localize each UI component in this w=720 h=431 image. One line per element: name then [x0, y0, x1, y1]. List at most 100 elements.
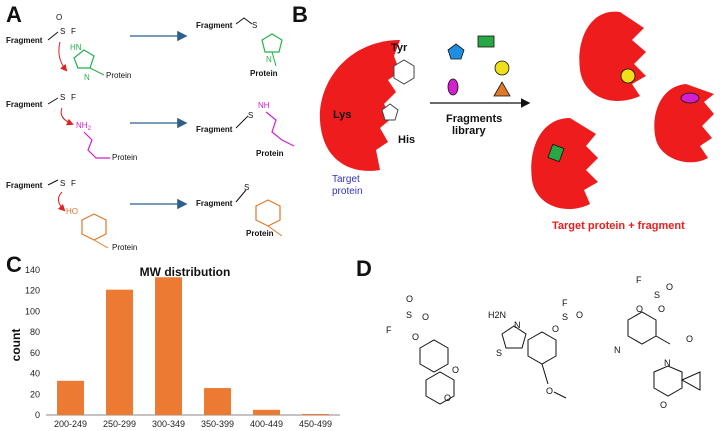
attack-arrow: [58, 41, 68, 72]
atom-label: S: [654, 290, 660, 300]
bond: [89, 67, 105, 76]
fragment-label: Fragment: [196, 21, 233, 30]
bond: [47, 179, 59, 186]
bond: [271, 51, 277, 67]
atom-label: O: [666, 282, 673, 292]
atom-label: F: [562, 298, 568, 308]
bar-250-299: [106, 289, 133, 415]
protein-label: Protein: [250, 69, 278, 78]
protein-label: Protein: [112, 243, 137, 252]
fragment-triangle: [493, 81, 511, 97]
bound-ellipse: [680, 92, 700, 104]
lys-label: Lys: [333, 109, 352, 121]
bond: [93, 239, 109, 249]
result-protein-top: [579, 11, 646, 101]
y-tick-label: 40: [30, 369, 40, 379]
fragment-label: Fragment: [196, 199, 233, 208]
atom-label: F: [386, 325, 392, 335]
fragment-label: Fragment: [6, 181, 43, 190]
imidazole-ring: [261, 33, 283, 53]
atom-label: H2N: [488, 310, 506, 320]
atom-f: F: [71, 93, 76, 102]
bar-200-249: [57, 380, 84, 415]
cyclopropane-ring: [680, 371, 701, 391]
atom-f: F: [71, 27, 76, 36]
bond: [541, 363, 549, 385]
thiazole-ring: [501, 325, 527, 349]
attack-arrow: [60, 107, 74, 126]
x-tick-label: 350-399: [201, 419, 234, 429]
tyr-label: Tyr: [391, 42, 408, 54]
imidazole-ring: [73, 49, 95, 69]
atom-s: S: [60, 27, 65, 36]
benzene-ring: [527, 331, 557, 365]
panel-c-letter: C: [6, 252, 22, 277]
molecule-2: H2N N S F S O O O O: [488, 298, 583, 399]
protein-label: Protein: [256, 149, 284, 158]
y-tick-label: 0: [35, 410, 40, 420]
y-tick-label: 140: [25, 265, 40, 275]
result-protein-bottom: [531, 118, 598, 210]
target-protein-label-line1: Target: [332, 174, 360, 185]
atom-label: O: [546, 386, 553, 396]
atom-s: S: [60, 93, 65, 102]
x-tick-label: 200-249: [54, 419, 87, 429]
atom-nh2: NH2: [76, 121, 92, 132]
bound-rectangle: [547, 143, 565, 163]
panel-b: Tyr Lys His Target protein Fragments lib…: [319, 11, 714, 232]
atom-n: N: [266, 55, 272, 64]
x-tick-label: 250-299: [103, 419, 136, 429]
bond: [47, 31, 59, 41]
x-tick-label: 400-449: [250, 419, 283, 429]
panel-b-letter: B: [292, 2, 308, 27]
reaction-lys: Fragment S F NH2 Protein Fragment S NH P…: [6, 93, 295, 162]
atom-s: S: [248, 111, 253, 120]
protein-label: Protein: [106, 71, 131, 80]
atom-label: N: [514, 320, 521, 330]
y-tick-label: 20: [30, 389, 40, 399]
bond: [267, 225, 283, 237]
bar-450-499: [302, 413, 329, 415]
bars: [57, 277, 329, 415]
atom-label: O: [660, 400, 667, 410]
chart-title: MW distribution: [140, 265, 231, 279]
bar-350-399: [204, 388, 231, 415]
molecule-3: F S O O O N O N O: [614, 275, 701, 410]
y-tick-label: 100: [25, 306, 40, 316]
atom-label: S: [496, 348, 502, 358]
atom-hn: HN: [70, 43, 82, 52]
fragment-rectangle: [477, 35, 495, 48]
fragment-pentagon: [447, 43, 465, 60]
benzene-ring: [419, 339, 449, 373]
atom-label: O: [658, 304, 665, 314]
phenol-ring: [255, 199, 281, 227]
lysine-chain: [83, 131, 110, 159]
lysine-chain: [265, 111, 295, 147]
atom-label: O: [452, 365, 459, 375]
tyr-ring: [393, 59, 415, 85]
library-label-line2: library: [452, 125, 487, 137]
atom-label: O: [444, 393, 451, 403]
reaction-his: Fragment O S F HN N Protein Fragment S N…: [6, 13, 283, 82]
panel-d: F S O O O O O H2N N S F S O O O O: [386, 275, 701, 410]
atom-label: S: [406, 310, 412, 320]
his-label: His: [398, 134, 415, 146]
x-tick-label: 300-349: [152, 419, 185, 429]
atom-ho: HO: [66, 207, 78, 216]
atom-label: F: [636, 275, 642, 285]
atom-s: S: [252, 21, 257, 30]
reaction-tyr: Fragment S F HO Protein Fragment S Prote…: [6, 179, 283, 252]
target-protein-label-line2: protein: [332, 186, 363, 197]
morpholine-ring: [653, 365, 683, 397]
bond: [47, 97, 59, 105]
pyridine-ring: [627, 311, 657, 345]
attack-arrow: [57, 191, 66, 212]
atom-label: O: [686, 334, 693, 344]
bound-circle: [620, 68, 636, 84]
y-tick-label: 60: [30, 348, 40, 358]
protein-label: Protein: [112, 153, 137, 162]
phenol-ring: [81, 213, 107, 241]
atom-label: O: [422, 312, 429, 322]
